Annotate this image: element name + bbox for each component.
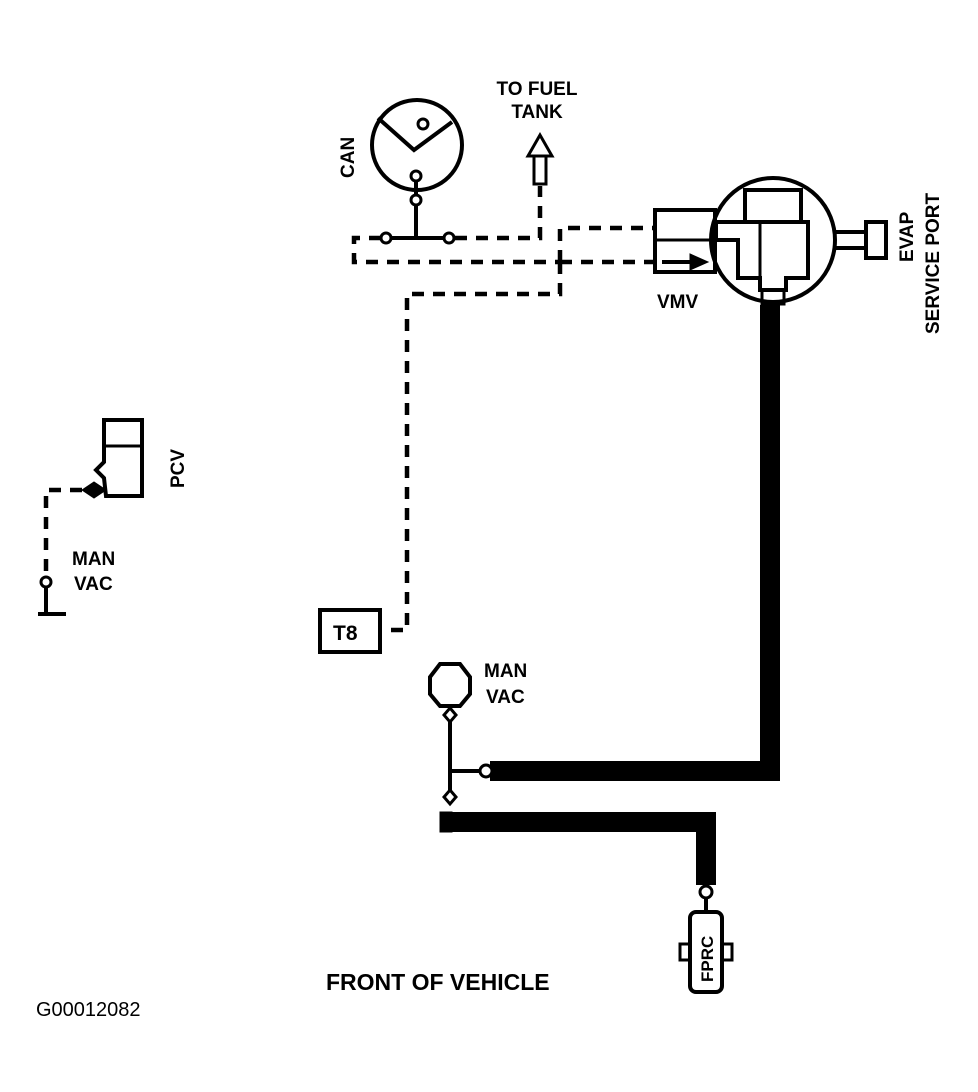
front-of-vehicle-label: FRONT OF VEHICLE xyxy=(326,969,550,995)
evap-service-port-label-line2: SERVICE PORT xyxy=(923,192,944,334)
intake-component xyxy=(709,176,888,306)
dashed-vacuum-lines xyxy=(43,186,655,633)
can-label: CAN xyxy=(338,137,359,178)
vmv-label: VMV xyxy=(657,292,699,313)
left-man-vac-label-line1: MAN xyxy=(72,549,115,570)
center-man-vac-label-line1: MAN xyxy=(484,661,527,682)
to-fuel-tank-label-line1: TO FUEL xyxy=(497,79,578,100)
fuel-tank-arrow xyxy=(525,131,555,186)
t8-connector xyxy=(318,608,382,654)
pcv-valve xyxy=(81,418,144,499)
fprc-label: FPRC xyxy=(698,936,717,982)
to-fuel-tank-label-line2: TANK xyxy=(511,102,563,123)
canister xyxy=(370,98,464,245)
thick-vacuum-hoses xyxy=(439,305,780,885)
center-manifold-vacuum-fitting xyxy=(428,662,494,807)
evap-service-port-label-line1: EVAP xyxy=(897,211,918,262)
reference-code: G00012082 xyxy=(36,999,141,1021)
center-man-vac-label-line2: VAC xyxy=(486,687,525,708)
left-manifold-vacuum-fitting xyxy=(38,575,66,616)
fprc-solenoid xyxy=(678,884,734,994)
t8-label: T8 xyxy=(333,622,358,645)
left-man-vac-label-line2: VAC xyxy=(74,574,113,595)
vmv-valve xyxy=(653,208,717,274)
pcv-label: PCV xyxy=(168,449,189,488)
